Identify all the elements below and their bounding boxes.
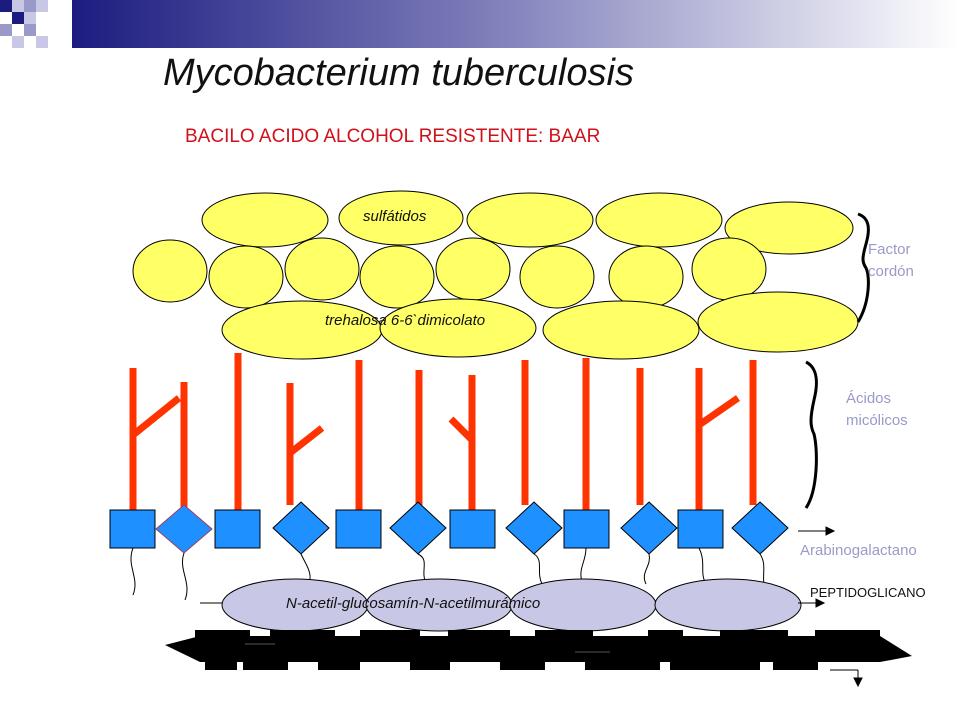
lipid-ellipse: [338, 190, 464, 246]
label-mycolic-acids-line2: micólicos: [846, 412, 908, 429]
label-sulfatides: sulfátidos: [363, 208, 427, 225]
arabinogalactan-square: [214, 509, 261, 549]
arabinogalactan-square: [677, 509, 724, 549]
side-brackets: [804, 212, 870, 509]
label-factor-cord-line1: Factor: [868, 241, 911, 258]
arabinogalactan-units: [109, 501, 789, 555]
top-bar: [72, 0, 960, 48]
arabinogalactan-diamond: [272, 501, 330, 555]
label-trehalose-dimycolate: trehalosa 6-6`dimicolato: [325, 312, 486, 329]
label-mycolic-acids-line1: Ácidos: [846, 390, 892, 407]
arabinogalactan-square: [335, 509, 382, 549]
page-subtitle: BACILO ACIDO ALCOHOL RESISTENTE: BAAR: [185, 126, 601, 147]
mycolic-branch: [130, 395, 182, 438]
label-arabinogalactan: Arabinogalactano: [800, 542, 917, 559]
lipid-ellipse: [201, 192, 329, 248]
arabinogalactan-diamond: [389, 501, 447, 555]
arabinogalactan-square: [449, 509, 496, 549]
label-nag-nam: N-acetil-glucosamín-N-acetilmurámico: [286, 595, 541, 612]
lipid-ellipse: [542, 300, 700, 360]
lipid-ellipse: [284, 237, 360, 301]
lipid-ellipse: [379, 298, 537, 358]
lipid-ellipse: [691, 237, 767, 301]
lipid-ellipse: [359, 245, 435, 309]
label-peptidoglycan: PEPTIDOGLICANO: [810, 585, 926, 600]
factor-cord-bracket: [856, 212, 870, 323]
pointer-arrows: [798, 526, 863, 688]
lipid-ellipse: [595, 192, 723, 248]
peptidoglycan-ellipse: [654, 578, 802, 632]
arabinogalactan-square: [109, 509, 156, 549]
membrane-highlights: [245, 643, 610, 653]
arabinogalactan-diamond: [155, 504, 213, 554]
lipid-ellipse: [221, 300, 383, 360]
arabinogalactan-diamond: [620, 501, 678, 555]
mycolic-branch: [697, 395, 740, 428]
plasma-membrane: [165, 630, 912, 670]
arabinogalactan-square: [563, 509, 610, 549]
label-factor-cord: Factor cordón: [868, 239, 914, 283]
lipid-ellipse: [466, 192, 594, 248]
peptidoglycan-layer: [221, 578, 802, 632]
mycolic-acid-chains: [129, 353, 757, 512]
slide-logo-squares: [0, 0, 48, 48]
mycolic-bracket: [804, 360, 818, 509]
label-mycolic-acids: Ácidos micólicos: [846, 388, 908, 432]
arabinogalactan-diamond: [731, 501, 789, 555]
lipid-ellipse: [132, 239, 208, 303]
page-title: Mycobacterium tuberculosis: [163, 52, 634, 94]
lipid-ellipse: [435, 237, 511, 301]
mycolic-branch: [287, 425, 325, 456]
lipid-ellipse: [208, 245, 284, 309]
lipid-ellipse: [724, 201, 854, 255]
mycolic-branch: [448, 416, 475, 443]
lipid-ellipse: [697, 291, 859, 353]
label-factor-cord-line2: cordón: [868, 263, 914, 280]
lipid-ellipse: [519, 245, 595, 309]
lipid-layer: [132, 190, 859, 360]
arabinogalactan-diamond: [505, 501, 563, 555]
lipid-ellipse: [608, 245, 684, 309]
